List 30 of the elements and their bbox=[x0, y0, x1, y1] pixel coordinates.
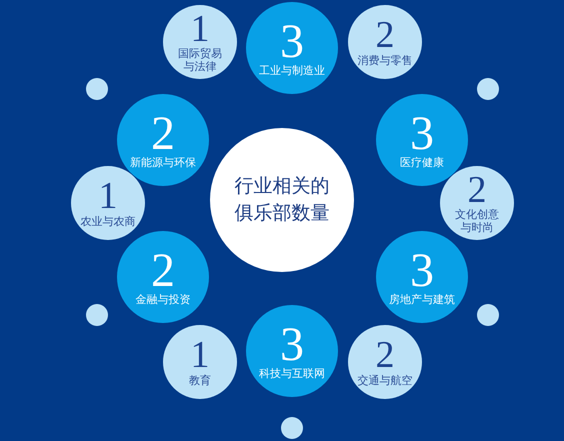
count-number: 3 bbox=[280, 322, 304, 368]
dot-icon bbox=[477, 78, 499, 100]
count-number: 2 bbox=[468, 172, 486, 208]
hub-title: 行业相关的俱乐部数量 bbox=[234, 174, 330, 226]
count-number: 1 bbox=[190, 337, 210, 374]
dot-icon bbox=[86, 304, 108, 326]
category-label: 工业与制造业 bbox=[259, 64, 325, 78]
count-number: 3 bbox=[410, 248, 434, 294]
category-label: 交通与航空 bbox=[358, 374, 412, 387]
category-label: 科技与互联网 bbox=[259, 367, 325, 380]
dot-icon bbox=[477, 304, 499, 326]
count-number: 3 bbox=[410, 110, 434, 156]
count-number: 2 bbox=[376, 17, 394, 54]
category-label: 医疗健康 bbox=[400, 156, 444, 170]
count-number: 2 bbox=[151, 248, 175, 294]
category-label: 文化创意与时尚 bbox=[454, 208, 500, 234]
count-number: 2 bbox=[376, 337, 394, 374]
category-label: 房地产与建筑 bbox=[389, 293, 455, 306]
count-number: 2 bbox=[151, 110, 175, 156]
category-label: 消费与零售 bbox=[358, 54, 412, 67]
category-label: 金融与投资 bbox=[136, 293, 190, 306]
dot-icon bbox=[281, 417, 303, 439]
category-label: 教育 bbox=[189, 374, 211, 387]
dot-icon bbox=[86, 78, 108, 100]
category-label: 国际贸易与法律 bbox=[176, 47, 223, 74]
category-label: 新能源与环保 bbox=[130, 156, 196, 170]
count-number: 1 bbox=[190, 10, 210, 48]
category-label: 农业与农商 bbox=[80, 214, 136, 228]
count-number: 1 bbox=[98, 178, 118, 215]
count-number: 3 bbox=[280, 18, 304, 64]
